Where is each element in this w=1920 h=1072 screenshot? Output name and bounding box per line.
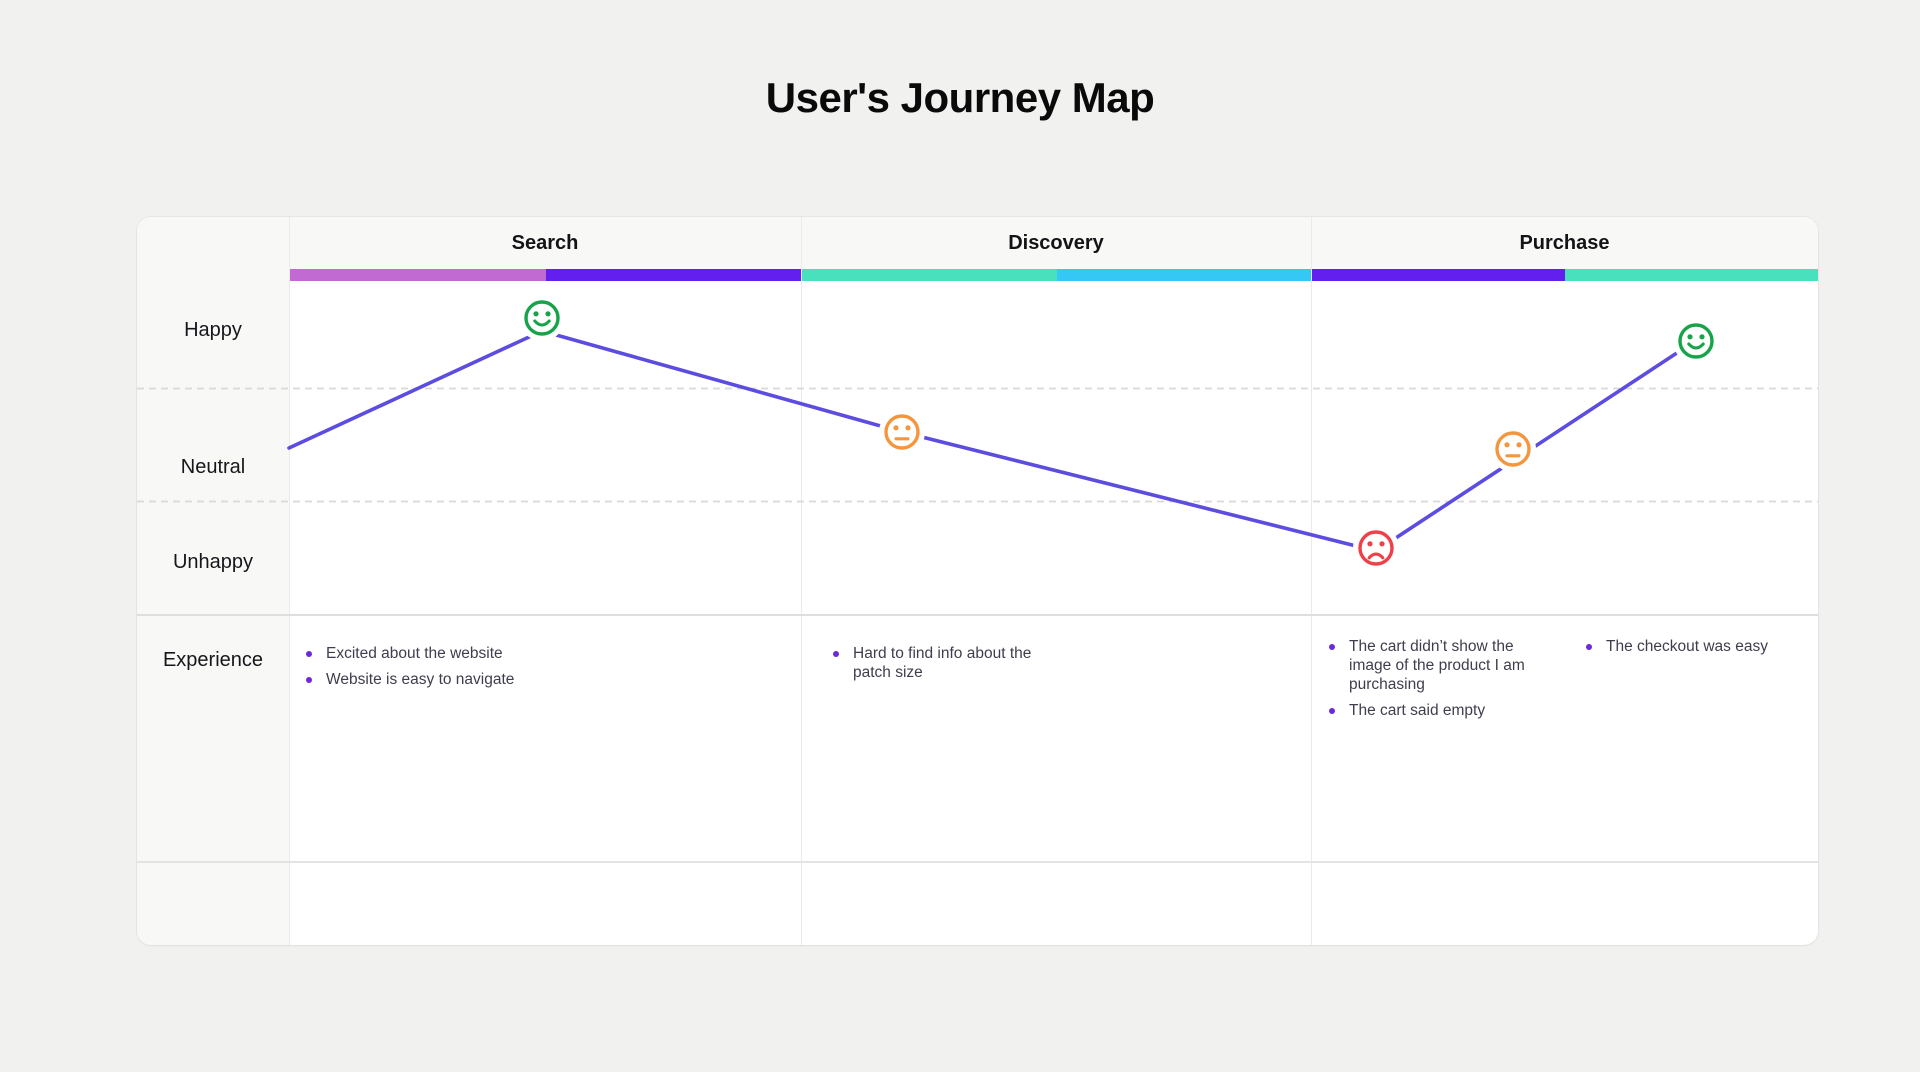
neutral-face-icon [879,409,925,455]
experience-item: The cart said empty [1329,701,1543,720]
experience-text: The checkout was easy [1606,638,1768,655]
bullet-dot-icon [833,651,839,657]
stage-bar-segment [802,269,1057,281]
stage-bar-segment [1312,269,1565,281]
experience-item: The checkout was easy [1586,637,1818,656]
stage-bar-discovery [802,269,1311,281]
column-header-search: Search [511,232,579,254]
row-label-experience: Experience [162,649,264,671]
experience-text: Excited about the website [326,645,503,662]
row-label-unhappy: Unhappy [172,551,254,573]
stage-bar-segment [545,269,801,281]
stage-bar-search [290,269,801,281]
happy-face-icon [519,295,565,341]
experience-text: Hard to find info about the patch size [853,645,1032,681]
experience-list-search: Excited about the website Website is eas… [306,644,562,696]
experience-row-divider [137,614,1818,616]
experience-list-purchase-right: The checkout was easy [1586,637,1818,663]
experience-item: Excited about the website [306,644,562,663]
experience-text: The cart didn’t show the image of the pr… [1349,638,1525,693]
journey-map-table: Search Discovery Purchase Happy Neutral … [137,217,1818,945]
stage-bar-purchase [1312,269,1818,281]
dashed-gridlines [137,387,1818,503]
experience-list-discovery: Hard to find info about the patch size [833,644,1049,689]
bullet-dot-icon [306,651,312,657]
experience-list-purchase-left: The cart didn’t show the image of the pr… [1329,637,1543,727]
stage-bar-segment [1565,269,1818,281]
experience-item: Website is easy to navigate [306,670,562,689]
column-divider [289,217,290,945]
unhappy-face-icon [1353,525,1399,571]
page-title: User's Journey Map [765,74,1155,121]
bullet-dot-icon [1329,708,1335,714]
experience-item: The cart didn’t show the image of the pr… [1329,637,1543,694]
stage-bar-segment [290,269,546,281]
journey-line [287,329,1691,553]
experience-text: The cart said empty [1349,702,1486,719]
neutral-face-icon [1490,426,1536,472]
column-header-discovery: Discovery [1008,232,1104,254]
header-row-background [137,217,1818,269]
bullet-dot-icon [1586,644,1592,650]
happy-face-icon [1673,318,1719,364]
experience-item: Hard to find info about the patch size [833,644,1049,682]
column-header-purchase: Purchase [1519,232,1610,254]
column-divider [1311,217,1312,945]
row-label-happy: Happy [184,319,242,341]
bullet-dot-icon [1329,644,1335,650]
column-divider [801,217,802,945]
bottom-row-divider [137,861,1818,863]
stage-bar-segment [1056,269,1311,281]
bullet-dot-icon [306,677,312,683]
row-label-neutral: Neutral [180,456,246,478]
experience-text: Website is easy to navigate [326,671,515,688]
journey-line-chart [137,295,1818,571]
label-column-background [137,217,289,945]
